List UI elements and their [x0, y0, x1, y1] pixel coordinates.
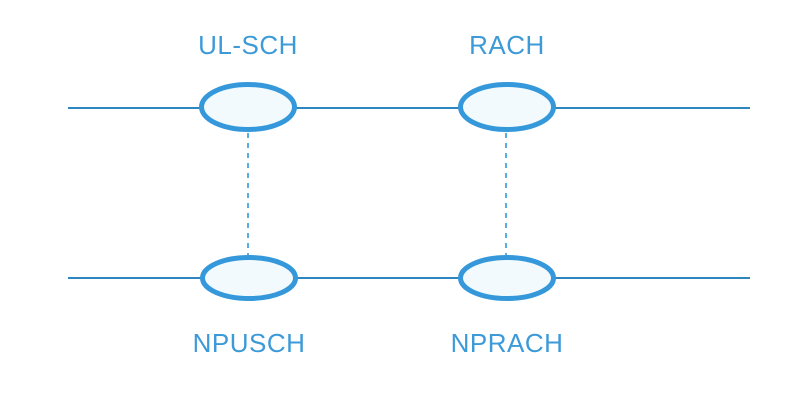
node-ellipse-nprach[interactable] [458, 255, 556, 301]
node-label-rach: RACH [469, 30, 545, 60]
node-ellipse-rach[interactable] [458, 82, 556, 132]
node-label-npusch: NPUSCH [192, 328, 306, 358]
node-label-nprach: NPRACH [450, 328, 564, 358]
node-ellipse-npusch[interactable] [200, 255, 298, 301]
node-ellipse-ul-sch[interactable] [199, 82, 297, 132]
node-label-ul-sch: UL-SCH [198, 30, 298, 60]
